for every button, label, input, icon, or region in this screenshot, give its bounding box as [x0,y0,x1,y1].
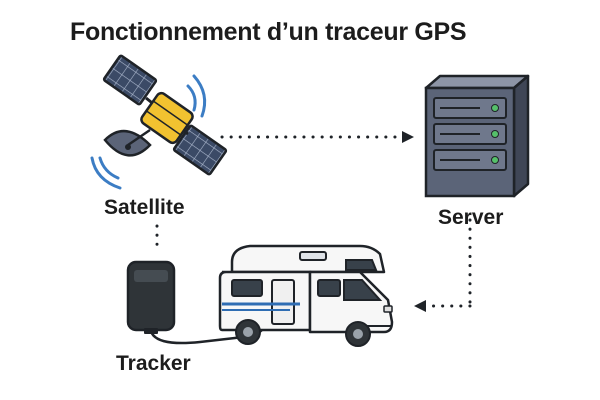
satellite-label: Satellite [104,196,185,219]
tracker-label: Tracker [116,352,191,375]
connector-satellite-server [220,131,414,143]
arrowhead-icon [414,300,426,312]
server-icon [424,74,530,198]
diagram-title: Fonctionnement d’un traceur GPS [70,18,467,46]
camper-van-icon [218,244,394,347]
server-label: Server [438,206,504,229]
satellite-icon [90,54,228,190]
signal-wave-icon [90,74,207,190]
tracker-device-icon [126,260,176,334]
arrowhead-icon [402,131,414,143]
connector-server-van [414,218,472,312]
